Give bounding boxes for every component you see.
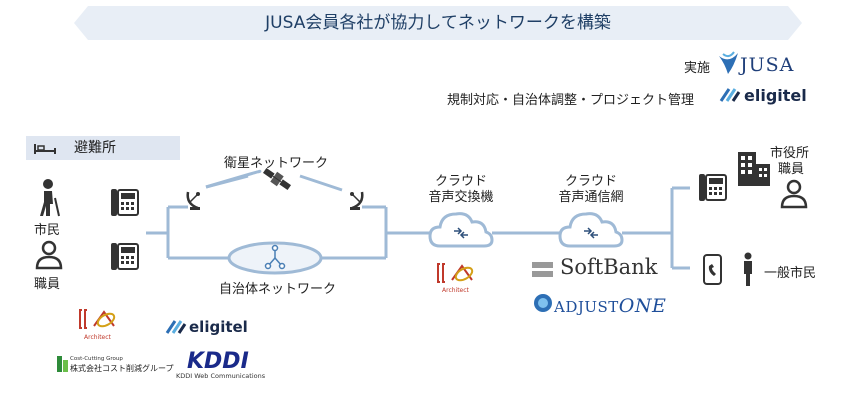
eligitel-mark-icon — [719, 88, 741, 102]
bed-icon — [34, 144, 56, 154]
staff-label: 職員 — [34, 277, 61, 292]
city-office-label-2: 職員 — [778, 162, 805, 177]
implementation-label: 実施 — [684, 61, 711, 76]
adjustone-logo: ADJUSTONE — [554, 295, 667, 317]
general-citizen-icon — [744, 252, 752, 286]
cloud-voice-label-2: 音声通信網 — [558, 190, 624, 205]
adjustone-mark-icon — [534, 294, 552, 312]
city-staff-person-icon — [780, 179, 808, 209]
softbank-logo: SoftBank — [560, 255, 658, 279]
desk-phone-icon — [111, 189, 139, 216]
architect-logo-mark — [437, 263, 474, 283]
cloud-voice-icon — [558, 212, 624, 248]
satellite-dish-icon — [186, 191, 200, 210]
satellite-network-label: 衛星ネットワーク — [224, 156, 329, 171]
cloud-switch-label-1: クラウド — [434, 174, 487, 189]
general-citizen-label: 一般市民 — [764, 266, 817, 281]
eligitel-member-logo: eligitel — [189, 318, 248, 336]
municipal-network-node — [227, 241, 323, 275]
kddi-logo: KDDI — [187, 349, 249, 374]
eligitel-logo-header: eligitel — [744, 86, 807, 105]
eligitel-member-mark-icon — [165, 320, 187, 334]
architect-logo-text: Architect — [442, 287, 469, 294]
title-banner — [74, 6, 802, 40]
jusa-mark-icon — [719, 51, 738, 74]
city-hall-building-icon — [738, 152, 770, 186]
architect-member-logo-mark — [79, 309, 116, 329]
city-office-label-1: 市役所 — [770, 146, 810, 161]
softbank-mark-icon — [532, 262, 553, 277]
cost-group-logo: 株式会社コスト削減グループ — [70, 364, 174, 373]
staff-person-icon — [35, 240, 63, 270]
kddi-sub-logo: KDDI Web Communications — [176, 372, 266, 380]
architect-member-logo-text: Architect — [84, 334, 111, 341]
satellite-icon — [262, 167, 292, 191]
citizen-label: 市民 — [34, 223, 61, 238]
cost-group-tagline: Cost-Cutting Group — [70, 356, 123, 362]
banner-title: JUSA会員各社が協力してネットワークを構築 — [265, 13, 611, 33]
municipal-network-label: 自治体ネットワーク — [219, 282, 337, 297]
cloud-voice-label-1: クラウド — [564, 174, 617, 189]
jusa-logo: JUSA — [740, 54, 795, 76]
mobile-phone-icon — [703, 254, 722, 285]
cloud-switch-label-2: 音声交換機 — [428, 190, 494, 205]
role-label: 規制対応・自治体調整・プロジェクト管理 — [447, 93, 695, 108]
shelter-label: 避難所 — [74, 140, 116, 156]
cloud-switch-icon — [428, 212, 494, 248]
shelter-header — [26, 136, 180, 160]
desk-phone-icon — [699, 174, 727, 201]
satellite-dish-icon — [350, 191, 364, 210]
cost-group-mark-icon — [57, 356, 68, 372]
desk-phone-icon — [111, 243, 139, 270]
elderly-citizen-icon — [40, 179, 60, 217]
